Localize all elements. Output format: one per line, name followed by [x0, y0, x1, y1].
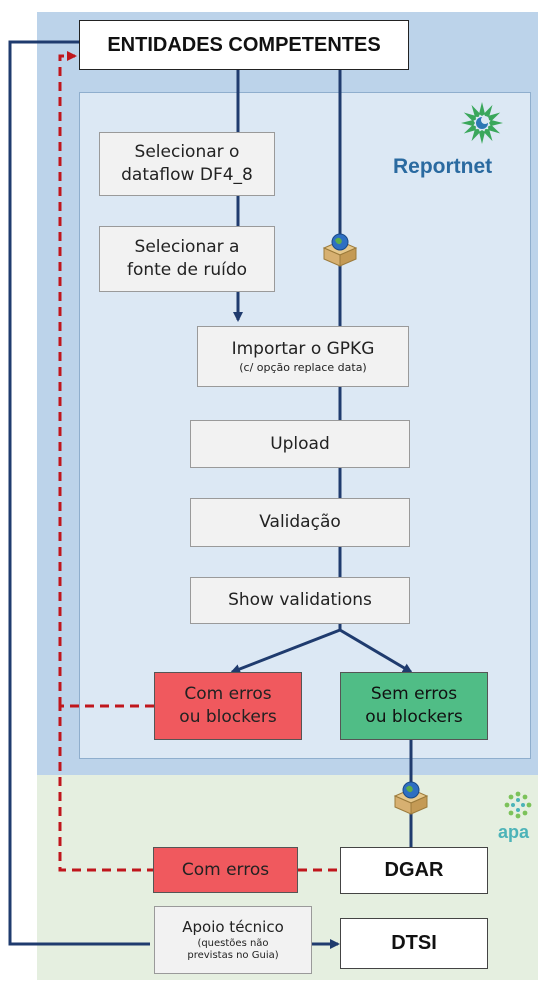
reportnet-logo-icon [460, 101, 504, 145]
support-sub-line-1: (questões não [197, 938, 269, 949]
select-source-line-2: fonte de ruído [126, 260, 248, 280]
upload-step: Upload [190, 420, 410, 468]
dgar-box: DGAR [340, 847, 488, 894]
dashed-to-header [58, 51, 77, 706]
upload-label: Upload [270, 433, 330, 454]
dashed-error-loop [58, 704, 154, 872]
import-gpkg-note: (c/ opção replace data) [239, 360, 367, 374]
select-dataflow-step: Selecionar o dataflow DF4_8 [99, 132, 275, 196]
page-title: ENTIDADES COMPETENTES [107, 33, 381, 56]
without-errors-line-2: ou blockers [365, 707, 463, 727]
import-gpkg-label: Importar o GPKG [231, 338, 375, 359]
validation-step: Validação [190, 498, 410, 547]
dtsi-box: DTSI [340, 918, 488, 969]
show-validations-label: Show validations [228, 590, 372, 611]
apa-logo-text: apa [498, 822, 530, 842]
com-erros-box: Com erros [153, 847, 298, 893]
with-errors-line-2: ou blockers [179, 707, 277, 727]
without-errors-result: Sem erros ou blockers [340, 672, 488, 740]
split-left [230, 628, 341, 674]
support-sub-line-2: previstas no Guia) [187, 950, 279, 961]
select-dataflow-line-2: dataflow DF4_8 [121, 165, 253, 185]
support-box: Apoio técnico (questões não previstas no… [154, 906, 312, 974]
return-line [8, 40, 150, 946]
show-validations-step: Show validations [190, 577, 410, 624]
apa-logo-icon [503, 790, 533, 820]
package-globe-icon [320, 232, 360, 268]
without-errors-line-1: Sem erros [370, 684, 458, 705]
split-right [339, 628, 413, 674]
with-errors-line-1: Com erros [184, 684, 272, 705]
package-globe-icon-2 [391, 780, 431, 816]
select-source-step: Selecionar a fonte de ruído [99, 226, 275, 292]
select-source-line-1: Selecionar a [134, 237, 240, 258]
dgar-label: DGAR [384, 859, 444, 881]
with-errors-result: Com erros ou blockers [154, 672, 302, 740]
select-dataflow-line-1: Selecionar o [134, 142, 240, 163]
reportnet-logo-text: Reportnet [393, 155, 493, 178]
dtsi-label: DTSI [391, 932, 437, 954]
support-main-label: Apoio técnico [182, 918, 284, 936]
com-erros-label: Com erros [181, 859, 270, 880]
validation-label: Validação [259, 512, 341, 533]
import-gpkg-step: Importar o GPKG (c/ opção replace data) [197, 326, 409, 387]
entidades-competentes-box: ENTIDADES COMPETENTES [79, 20, 409, 70]
